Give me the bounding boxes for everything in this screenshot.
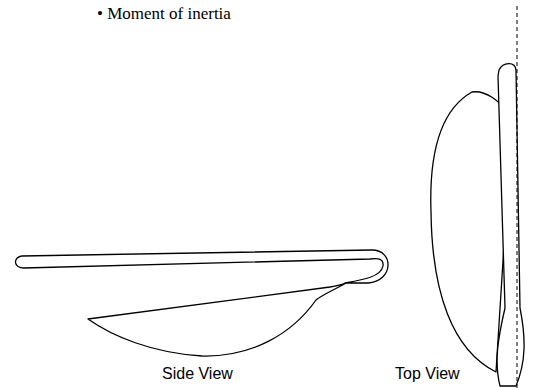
top-handle [497, 64, 524, 386]
bullet-heading: • Moment of inertia [97, 4, 231, 24]
side-bowl [88, 283, 346, 356]
view-label: Side View [162, 365, 233, 383]
view-label: Top View [395, 365, 460, 383]
side-handle [15, 250, 388, 283]
rotation-axis [517, 6, 518, 388]
